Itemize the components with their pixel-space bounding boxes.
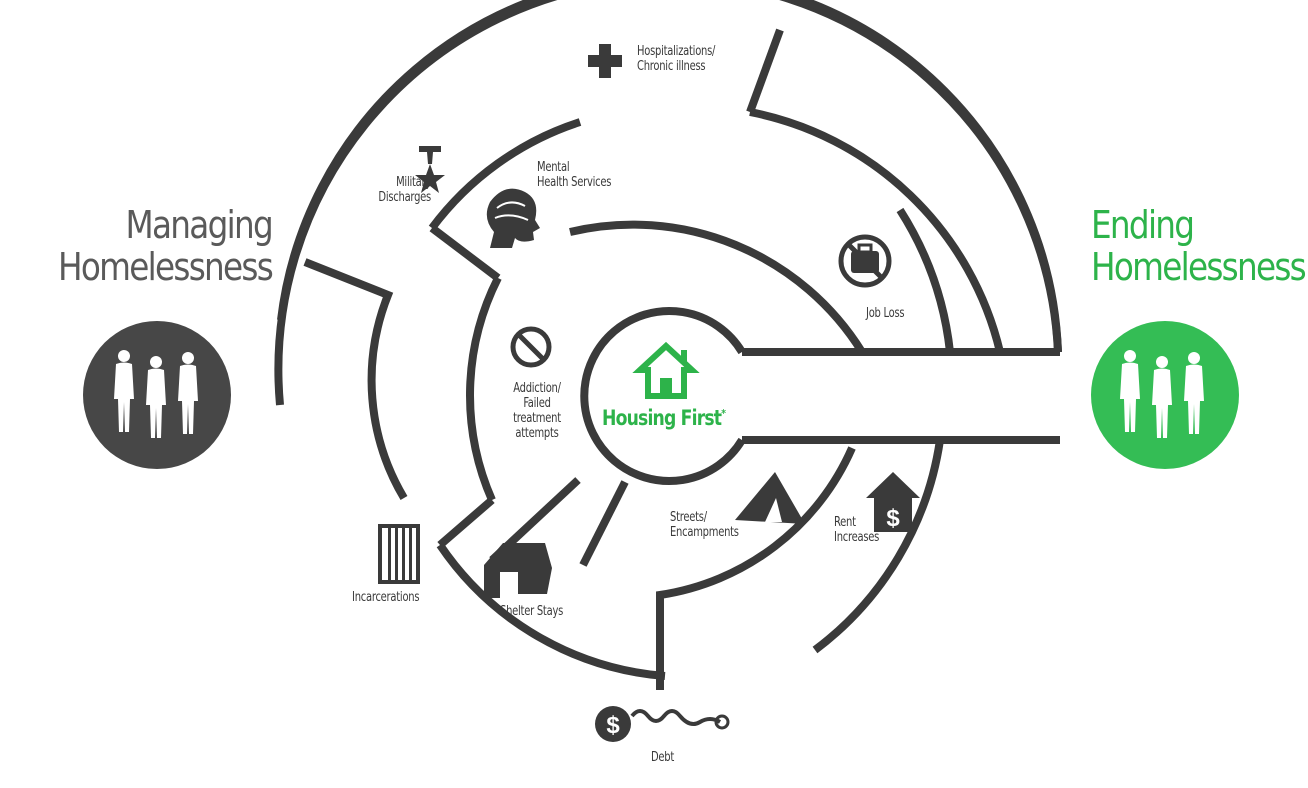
incarcerations-label: Incarcerations [352, 589, 420, 605]
ending-homelessness-title: Ending Homelessness [1091, 203, 1307, 289]
rent-label: Rent Increases [834, 515, 879, 545]
streets-label-line2: Encampments [670, 524, 739, 540]
svg-text:$: $ [886, 505, 900, 532]
mental-health-notch [429, 224, 501, 282]
debt-label-line1: Debt [651, 749, 675, 765]
tent-icon [735, 472, 805, 524]
house-dollar-icon: $ [866, 472, 920, 532]
managing-homelessness-title: Managing Homelessness [48, 203, 274, 289]
shelter-label-line1: Shelter Stays [500, 603, 564, 619]
ending-people-icon [1120, 350, 1204, 438]
lower-left-notch [437, 496, 495, 549]
managing-title-line2: Homelessness [58, 245, 274, 289]
top-divider-wall [746, 28, 784, 114]
house-icon [632, 341, 700, 399]
inner-left-arc [466, 276, 502, 502]
shelter-icon [484, 543, 552, 598]
rent-arc [812, 439, 944, 654]
ball-and-chain-icon: $ [595, 706, 730, 742]
incarcerations-label-line1: Incarcerations [352, 589, 420, 605]
managing-people-icon [114, 350, 198, 438]
hospitalizations-label-line1: Hospitalizations/ [637, 43, 716, 59]
hospitalizations-label: Hospitalizations/ Chronic illness [637, 44, 715, 74]
ending-title-line2: Homelessness [1091, 245, 1307, 289]
maze-walls [274, 0, 1062, 690]
jail-cell-icon [378, 524, 420, 584]
job-loss-arc [896, 207, 954, 353]
addiction-label-line4: attempts [515, 425, 559, 441]
rent-label-line2: Increases [834, 529, 880, 545]
inner-ring-top-arc [569, 220, 866, 355]
mental-health-label: Mental Health Services [537, 160, 611, 190]
lower-ring-arc [436, 542, 666, 680]
addiction-label-line2: Failed [523, 395, 551, 411]
addiction-label-line1: Addiction/ [513, 380, 561, 396]
rent-label-line1: Rent [834, 514, 856, 530]
housing-first-asterisk: * [721, 407, 726, 420]
head-brain-icon [486, 188, 540, 248]
svg-text:$: $ [606, 712, 620, 739]
shelter-spoke [579, 480, 629, 567]
streets-label-line1: Streets/ [670, 509, 707, 525]
military-label-line1: Military [396, 174, 431, 190]
addiction-label: Addiction/ Failed treatment attempts [507, 381, 568, 441]
housing-first-text: Housing First [602, 406, 722, 430]
outer-ring-arc-top [277, 0, 1062, 353]
managing-title-line1: Managing [125, 203, 274, 247]
streets-arc [656, 446, 856, 690]
ending-title-line1: Ending [1091, 203, 1195, 247]
debt-label: Debt [651, 750, 674, 765]
streets-label: Streets/ Encampments [670, 510, 739, 540]
job-loss-label: Job Loss [866, 305, 905, 321]
third-ring-upper-left-arc [428, 118, 582, 231]
mental-health-label-line1: Mental [537, 159, 570, 175]
center-ring [580, 307, 746, 485]
medical-cross-icon [588, 44, 622, 78]
shelter-label: Shelter Stays [500, 604, 563, 619]
no-briefcase-icon [838, 234, 892, 288]
addiction-label-line3: treatment [513, 410, 561, 426]
housing-first-label: Housing First* [602, 406, 726, 430]
job-loss-label-line1: Job Loss [866, 305, 905, 321]
medal-icon [415, 146, 445, 193]
mental-health-label-line2: Health Services [537, 174, 612, 190]
second-ring-right-arc [749, 108, 1004, 353]
military-label: Military Discharges [374, 175, 431, 205]
prohibited-icon [510, 326, 552, 368]
left-inner-wall [303, 258, 408, 501]
hospitalizations-label-line2: Chronic illness [637, 58, 706, 74]
military-label-line2: Discharges [378, 189, 431, 205]
